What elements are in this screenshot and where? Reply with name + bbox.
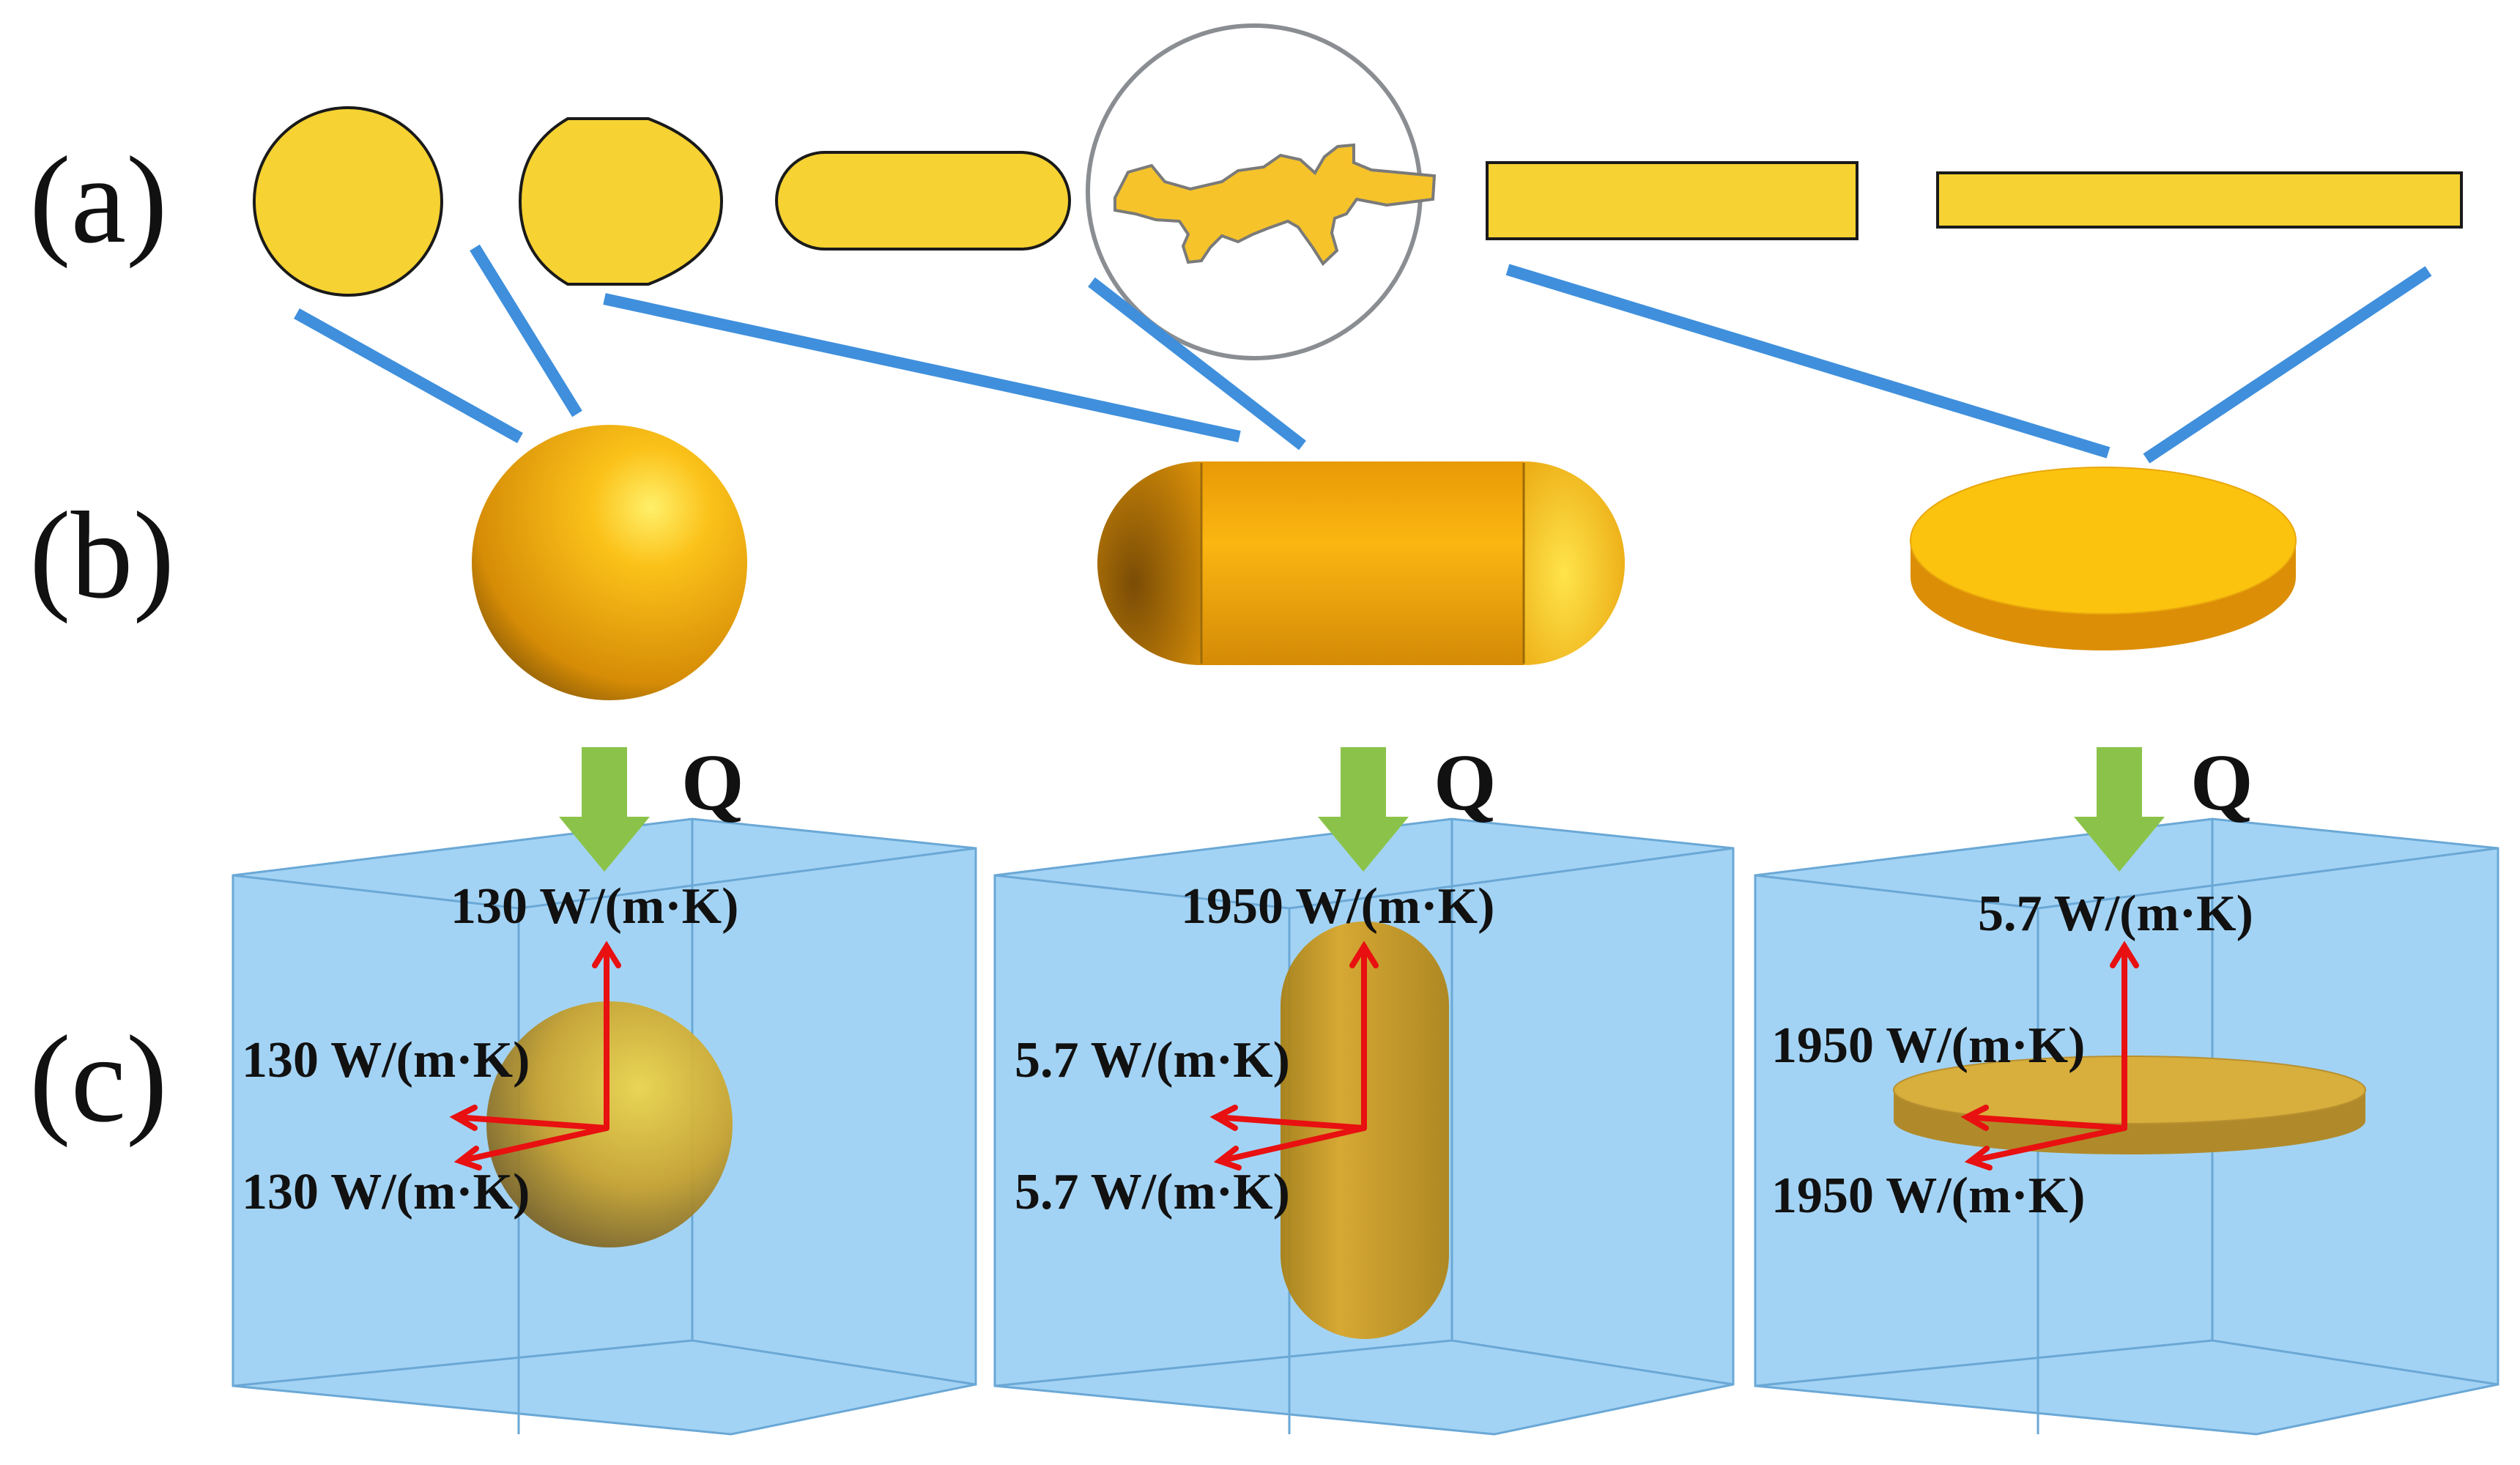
connector-line — [603, 293, 1241, 442]
conductivity-vertical-disk: 5.7 W/(m·K) — [1978, 886, 2253, 942]
disk-particle — [1910, 467, 2297, 650]
connector-line — [470, 244, 582, 418]
rectangle-cross-section-thin — [1936, 171, 2463, 229]
connector-lines — [294, 244, 2432, 464]
panel-label-b: (b) — [29, 486, 174, 624]
conductivity-vertical-rod: 1950 W/(m·K) — [1181, 878, 1494, 935]
heat-flux-label: Q — [681, 738, 744, 827]
rectangle-cross-section-wide — [1486, 161, 1858, 240]
panel-label-c: (c) — [29, 1010, 168, 1148]
rounded-square-cross-section — [518, 117, 724, 286]
axis-triad-rod — [1209, 941, 1379, 1171]
conductivity-horizontal-lower-disk: 1950 W/(m·K) — [1771, 1168, 2085, 1224]
axis-triad-sphere — [449, 941, 621, 1171]
stadium-cross-section — [775, 151, 1071, 251]
magnified-flake — [1086, 23, 1437, 360]
flake-irregular-shape — [1113, 143, 1437, 267]
heat-flux-label: Q — [2190, 738, 2253, 827]
heat-flux-label: Q — [1434, 738, 1497, 827]
heat-flux-arrow-icon — [2074, 747, 2165, 872]
row-a-cross-sections — [253, 106, 2463, 297]
conductivity-horizontal-upper-sphere: 130 W/(m·K) — [242, 1032, 530, 1088]
sphere-particle — [472, 425, 747, 700]
conductivity-labels: 130 W/(m·K) 130 W/(m·K) 130 W/(m·K) 1950… — [242, 878, 2253, 1224]
rod-particle — [1097, 461, 1625, 665]
connector-line — [294, 308, 523, 443]
connector-line — [1088, 277, 1306, 450]
axis-arrows — [449, 941, 2139, 1171]
conductivity-horizontal-lower-rod: 5.7 W/(m·K) — [1015, 1164, 1290, 1220]
conductivity-horizontal-upper-disk: 1950 W/(m·K) — [1771, 1017, 2085, 1074]
heat-flux-arrows — [559, 747, 2165, 872]
conductivity-vertical-sphere: 130 W/(m·K) — [451, 878, 738, 935]
connector-line — [2143, 266, 2432, 464]
conductivity-horizontal-upper-rod: 5.7 W/(m·K) — [1015, 1032, 1290, 1088]
heat-flux-arrow-icon — [559, 747, 650, 872]
row-b-3d-particles — [472, 425, 2297, 700]
circle-cross-section — [253, 106, 443, 297]
axis-triad-disk — [1960, 941, 2139, 1171]
connector-line — [1505, 264, 2110, 459]
panel-label-a: (a) — [29, 131, 168, 269]
conductivity-horizontal-lower-sphere: 130 W/(m·K) — [242, 1164, 530, 1220]
heat-flux-arrow-icon — [1318, 747, 1409, 872]
disk-particle-embedded — [1893, 1056, 2366, 1154]
